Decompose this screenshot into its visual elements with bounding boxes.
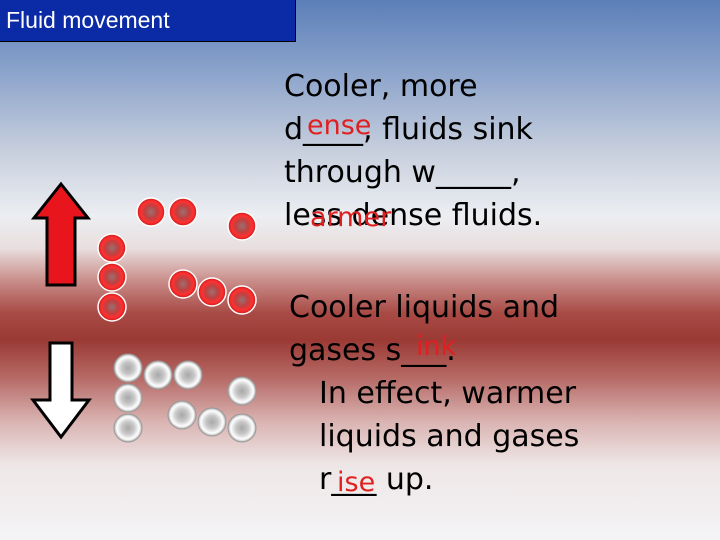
warm-molecule <box>227 211 257 241</box>
slide-title: Fluid movement <box>0 0 296 42</box>
para2-answer-ink: ink <box>416 331 457 362</box>
warm-molecule <box>227 285 257 315</box>
cool-molecule <box>227 376 257 406</box>
warm-molecule <box>97 262 127 292</box>
cool-molecule <box>113 413 143 443</box>
para1-line3: through w_____, <box>284 155 521 190</box>
para1-line1: Cooler, more <box>284 69 478 104</box>
cool-molecule <box>227 413 257 443</box>
cool-molecule <box>167 400 197 430</box>
warm-molecule <box>97 292 127 322</box>
para2-line1: Cooler liquids and <box>289 290 560 325</box>
para2-line2: gases s___. <box>289 333 456 368</box>
warm-molecule <box>197 277 227 307</box>
up-arrow-icon <box>30 181 92 287</box>
para2-line5: r___ up. <box>319 462 434 497</box>
warm-molecule <box>97 233 127 263</box>
cool-molecule <box>113 383 143 413</box>
para2-line3: In effect, warmer <box>319 376 577 411</box>
para2-answer-ise: ise <box>337 467 376 498</box>
para1-answer-armer: armer <box>310 202 392 233</box>
down-arrow-icon <box>29 341 93 440</box>
para1-line4: less dense fluids. <box>284 198 543 233</box>
para1-line2: d____, fluids sink <box>284 112 533 147</box>
cool-molecule <box>173 360 203 390</box>
para1-answer-ense: ense <box>307 110 372 141</box>
cool-molecules <box>113 353 257 443</box>
cool-molecule <box>197 407 227 437</box>
warm-molecule <box>168 269 198 299</box>
warm-molecule <box>136 197 166 227</box>
cool-molecule <box>113 353 143 383</box>
cool-molecule <box>143 360 173 390</box>
warm-molecule <box>168 197 198 227</box>
para2-line4: liquids and gases <box>319 419 580 454</box>
warm-molecules <box>97 197 257 322</box>
